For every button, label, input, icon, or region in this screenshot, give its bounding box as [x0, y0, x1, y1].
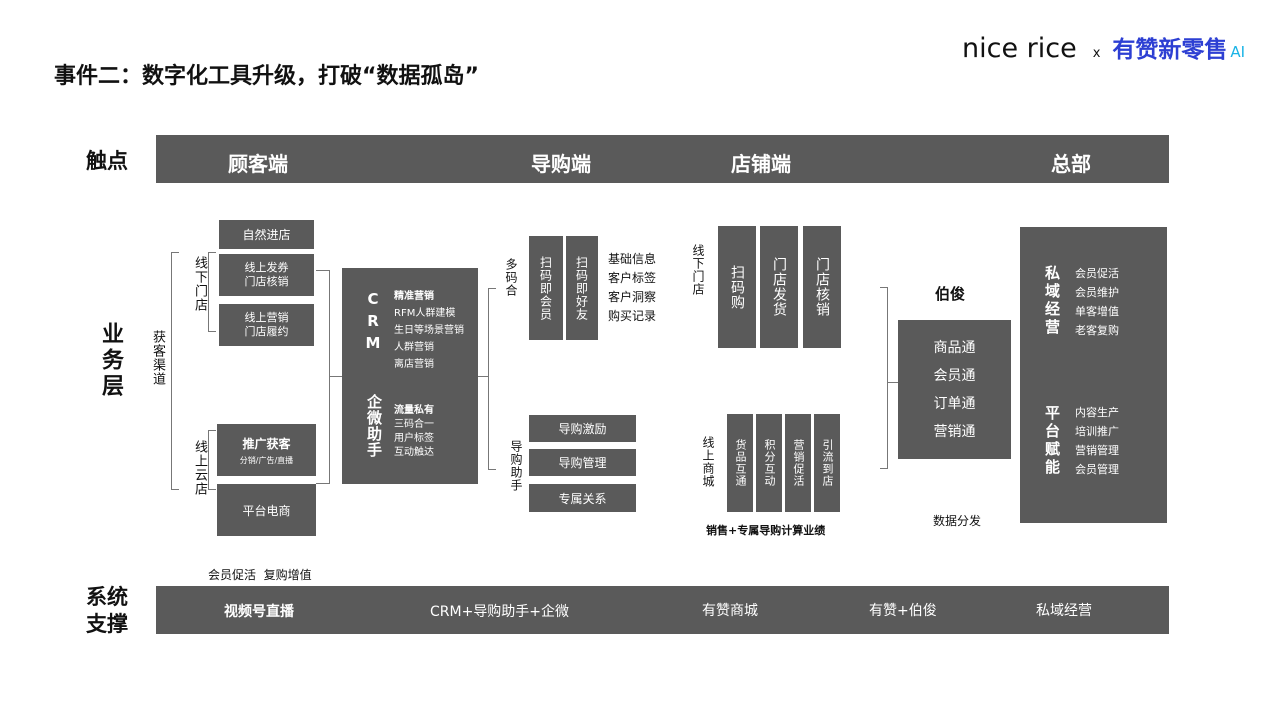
info-item: 购买记录	[608, 309, 657, 323]
store-item-scan-buy: 扫码购	[718, 226, 756, 348]
touch-segment-store: 店铺端	[731, 152, 791, 176]
crm-group-precise: 精准营销 RFM人群建模 生日等场景营销 人群营销 离店营销	[394, 288, 464, 373]
offline-bracket	[208, 252, 216, 332]
hq-private-item: 会员维护	[1075, 286, 1119, 299]
multi-code-label: 多码合	[504, 258, 518, 297]
online-item-platform: 平台电商	[217, 484, 316, 536]
store-note: 销售+专属导购计算业绩	[706, 524, 826, 537]
brand-nice-rice: nice rice	[962, 33, 1077, 64]
hq-platform-item: 营销管理	[1075, 444, 1119, 457]
tag-scan-friend: 扫码即好友	[566, 236, 598, 340]
hq-platform-list: 内容生产 培训推广 营销管理 会员管理	[1075, 403, 1119, 479]
info-item: 客户标签	[608, 271, 657, 285]
touch-bar: 顾客端 导购端 店铺端 总部	[156, 135, 1169, 183]
store-item-goods: 货品互通	[727, 414, 753, 512]
bojun-title: 伯俊	[935, 285, 966, 303]
page-title: 事件二：数字化工具升级，打破“数据孤岛”	[54, 64, 479, 89]
system-item-crm: CRM+导购助手+企微	[430, 604, 570, 620]
crm-group-private: 流量私有 三码合一 用户标签 互动触达	[394, 404, 434, 460]
system-item-bojun: 有赞+伯俊	[869, 603, 937, 619]
store-offline-label: 线下门店	[691, 244, 705, 296]
row-label-touch: 触点	[86, 149, 128, 173]
crm-group1-item: 人群营销	[394, 342, 434, 353]
bojun-item: 订单通	[933, 395, 976, 412]
crm-label: CRM	[364, 290, 382, 356]
bojun-item: 会员通	[933, 367, 976, 384]
guide-item-incentive: 导购激励	[529, 415, 636, 442]
hq-platform-item: 培训推广	[1075, 425, 1119, 438]
row-label-business: 业务层	[98, 322, 123, 400]
system-item-mall: 有赞商城	[702, 603, 758, 619]
offline-item-natural: 自然进店	[219, 220, 314, 249]
hq-private-label: 私域经营	[1043, 265, 1061, 337]
bojun-item: 商品通	[933, 339, 976, 356]
touch-segment-hq: 总部	[1051, 152, 1091, 176]
hq-platform-label: 平台赋能	[1043, 405, 1061, 477]
crm-group1-title: 精准营销	[394, 291, 434, 302]
acquire-bracket	[171, 252, 179, 490]
bojun-block: 商品通 会员通 订单通 营销通	[898, 320, 1011, 459]
promotion-main: 推广获客	[242, 436, 291, 451]
touch-segment-guide: 导购端	[531, 152, 591, 176]
hq-private-list: 会员促活 会员维护 单客增值 老客复购	[1075, 264, 1119, 340]
crm-group2-title: 流量私有	[394, 405, 434, 416]
hq-block: 私域经营 会员促活 会员维护 单客增值 老客复购 平台赋能 内容生产 培训推广 …	[1020, 227, 1167, 523]
guide-item-management: 导购管理	[529, 449, 636, 476]
tag-scan-member: 扫码即会员	[529, 236, 563, 340]
customer-bottom-note: 会员促活 复购增值	[208, 568, 312, 582]
hq-platform-item: 内容生产	[1075, 406, 1119, 419]
offline-store-label: 线下门店	[192, 256, 207, 312]
online-store-label: 线上云店	[192, 440, 207, 496]
guide-assistant-label: 导购助手	[509, 440, 523, 492]
store-item-points: 积分互动	[756, 414, 782, 512]
crm-group2-item: 用户标签	[394, 433, 434, 444]
bojun-item: 营销通	[933, 423, 976, 440]
row-label-system: 系统支撑	[86, 585, 128, 636]
online-bracket	[208, 430, 216, 490]
brand-youzan: 有赞新零售	[1112, 37, 1228, 63]
crm-group2-item: 三码合一	[394, 419, 434, 430]
hq-private-item: 单客增值	[1075, 305, 1119, 318]
hq-private-item: 老客复购	[1075, 324, 1119, 337]
store-item-delivery: 门店发货	[760, 226, 798, 348]
hq-platform-item: 会员管理	[1075, 463, 1119, 476]
system-bar: 视频号直播 CRM+导购助手+企微 有赞商城 有赞+伯俊 私域经营	[156, 586, 1169, 634]
crm-group1-item: RFM人群建模	[394, 308, 456, 319]
crm-group2-item: 互动触达	[394, 447, 434, 458]
store-item-traffic: 引流到店	[814, 414, 840, 512]
system-item-live: 视频号直播	[224, 604, 294, 620]
offline-item-marketing: 线上营销 门店履约	[219, 304, 314, 346]
info-item: 客户洞察	[608, 290, 657, 304]
offline-item-coupon: 线上发券 门店核销	[219, 254, 314, 296]
promotion-sub: 分销/广告/直播	[239, 455, 294, 465]
online-item-promotion: 推广获客 分销/广告/直播	[217, 424, 316, 476]
brand-ai: AI	[1230, 43, 1246, 61]
info-item: 基础信息	[608, 252, 657, 266]
crm-block: CRM 企微助手 精准营销 RFM人群建模 生日等场景营销 人群营销 离店营销 …	[342, 268, 478, 484]
crm-group1-item: 生日等场景营销	[394, 325, 464, 336]
store-item-promo: 营销促活	[785, 414, 811, 512]
brand-separator: x	[1092, 46, 1101, 61]
guide-item-relationship: 专属关系	[529, 484, 636, 512]
store-item-verify: 门店核销	[803, 226, 841, 348]
store-online-label: 线上商城	[701, 436, 715, 488]
hq-private-item: 会员促活	[1075, 267, 1119, 280]
system-item-private: 私域经营	[1036, 603, 1092, 619]
brand-logo: nice rice x 有赞新零售 AI	[962, 30, 1245, 64]
acquire-channel-label: 获客渠道	[150, 330, 165, 386]
guide-info-list: 基础信息 客户标签 客户洞察 购买记录	[608, 250, 656, 326]
bojun-note: 数据分发	[933, 514, 982, 528]
touch-segment-customer: 顾客端	[228, 152, 288, 176]
wecom-assistant-label: 企微助手	[365, 394, 383, 458]
crm-group1-item: 离店营销	[394, 359, 434, 370]
